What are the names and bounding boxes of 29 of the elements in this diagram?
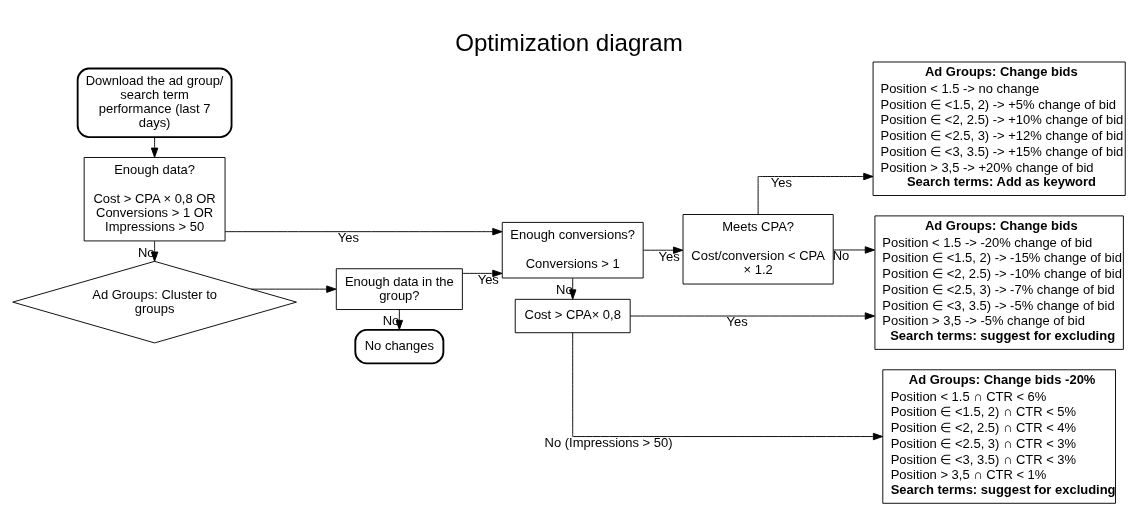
node-box: Ad Groups: Change bids Position < 1.5 -> no change Position ∈ <1.5, 2) -> +5% change of bid Position ∈ <2, 2.5) -> +10% change of bid Position ∈ <2.5, 3) -> +12% change of bid Position ∈ <3, 3.5) -> +15% change of bid Position > 3,5 -> +20% change of bid Search terms: Add as keyword xyxy=(872,61,1126,196)
arrow xyxy=(757,172,874,215)
node-box: Enough conversions? Conversions > 1 xyxy=(501,221,644,279)
edge-label: No (Impressions > 50) xyxy=(544,434,673,450)
arrow xyxy=(629,312,875,320)
arrow xyxy=(642,246,684,254)
node-diamond: Ad Groups: Cluster to groups xyxy=(12,260,297,344)
edge-label: Yes xyxy=(477,271,499,287)
node-box: No changes xyxy=(354,329,445,365)
edge-label: Yes xyxy=(337,230,359,246)
arrow xyxy=(572,332,884,441)
edge-label: Yes xyxy=(726,314,748,330)
node-box: Meets CPA? Cost/conversion < CPA × 1.2 xyxy=(682,214,834,285)
node-box: Enough data in the group? xyxy=(335,268,463,310)
edge-label: Yes xyxy=(658,248,680,264)
arrow xyxy=(150,136,159,158)
diagram-title: Optimization diagram xyxy=(455,28,683,56)
node-box: Enough data? Cost > CPA × 0,8 OR Conversions > 1 OR Impressions > 50 xyxy=(83,157,226,242)
edge-label: Yes xyxy=(770,174,793,190)
arrow xyxy=(461,269,503,278)
node-box: Download the ad group/ search term performance (last 7 days) xyxy=(76,67,233,139)
arrow xyxy=(569,277,577,300)
arrow xyxy=(250,285,337,293)
arrow xyxy=(150,240,159,262)
node-box: Ad Groups: Change bids Position < 1.5 -> -20% change of bid Position ∈ <1.5, 2) -> -15% change of bid Position ∈ <2, 2.5) -> -10% change of bid Position ∈ <2.5, 3) -> -7% change of bid Position ∈ <3, 3.5) -> -5% change of bid Position > 3,5 -> -5% change of bid Search terms: suggest for excluding xyxy=(874,215,1124,350)
arrow xyxy=(832,246,875,254)
node-box: Ad Groups: Change bids -20% Position < 1.5 ∩ CTR < 6% Position ∈ <1.5, 2) ∩ CTR < 5% Position ∈ <2, 2.5) ∩ CTR < 4% Position ∈ <2.5, 3) ∩ CTR < 3% Position ∈ <3, 3.5) ∩ CTR < 3% Position > 3,5 ∩ CTR < 1% Search terms: suggest for excluding xyxy=(882,369,1116,504)
arrow xyxy=(224,227,503,236)
node-box: Cost > CPA× 0,8 xyxy=(514,298,631,334)
